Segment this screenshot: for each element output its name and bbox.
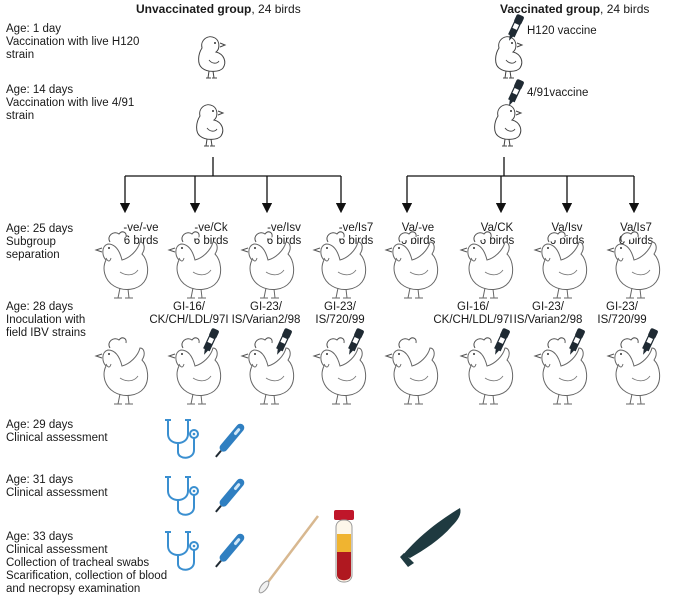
strain-label: GI-23/ IS/Varian2/98	[231, 301, 301, 326]
chicken-icon	[241, 231, 295, 299]
stethoscope-icon	[164, 476, 199, 516]
chicken-icon	[95, 337, 149, 405]
stethoscope-icon	[164, 531, 199, 571]
vaccinated-group-title: Vaccinated group, 24 birds	[500, 2, 650, 16]
thermometer-icon	[214, 421, 247, 458]
strain-label: GI-16/ CK/CH/LDL/97I	[149, 301, 229, 326]
chicken-icon	[168, 337, 222, 405]
flow-arrows	[119, 157, 640, 214]
strain-label: GI-23/ IS/720/99	[315, 301, 365, 326]
step-age-33: Age: 33 days Clinical assessment Collect…	[6, 531, 168, 595]
subgroup-label: -ve/Isv	[267, 222, 301, 234]
thermometer-icon	[214, 476, 247, 513]
unvaccinated-group-title: Unvaccinated group, 24 birds	[136, 2, 301, 16]
chicken-icon	[95, 231, 149, 299]
chicken-icon	[607, 231, 661, 299]
chicken-icon	[607, 337, 661, 405]
subgroup-label: -ve/Ck	[194, 222, 228, 234]
subgroup-count: 6 birds	[266, 235, 302, 247]
thermometer-icon	[214, 531, 247, 568]
dropper-icon	[504, 78, 526, 108]
chick-icon	[494, 104, 522, 147]
step-age-29: Age: 29 days Clinical assessment	[6, 419, 108, 444]
vaccine-label-h120: H120 vaccine	[527, 25, 597, 37]
chicken-icon	[313, 337, 367, 405]
strain-label: GI-23/ IS/Varian2/98	[513, 301, 583, 326]
step-age-25: Age: 25 days Subgroup separation	[6, 223, 74, 261]
chicken-icon	[241, 337, 295, 405]
step-age-31: Age: 31 days Clinical assessment	[6, 474, 108, 499]
subgroup-count: 6 birds	[193, 235, 229, 247]
strain-label: GI-23/ IS/720/99	[597, 301, 647, 326]
chicken-icon	[534, 231, 588, 299]
stethoscope-icon	[164, 419, 199, 459]
swab-icon	[258, 515, 319, 594]
subgroup-label: Va/-ve	[401, 222, 435, 234]
subgroup-label: Va/Isv	[551, 222, 583, 234]
subgroup-count: 6 birds	[338, 235, 374, 247]
subgroup-label: -ve/Is7	[338, 222, 374, 234]
subgroup-label: Va/CK	[480, 222, 514, 234]
chicken-icon	[385, 231, 439, 299]
chick-icon	[495, 36, 523, 79]
subgroup-label: -ve/-ve	[123, 222, 159, 234]
step-age-28: Age: 28 days Inoculation with field IBV …	[6, 301, 86, 339]
chicken-icon	[168, 231, 222, 299]
chick-icon	[198, 36, 226, 79]
step-age-1: Age: 1 day Vaccination with live H120 st…	[6, 23, 140, 61]
strain-label: GI-16/ CK/CH/LDL/97I	[433, 301, 513, 326]
chicken-icon	[460, 231, 514, 299]
chicken-icon	[385, 337, 439, 405]
blood-tube-icon	[334, 510, 354, 583]
chick-icon	[196, 104, 224, 147]
chicken-icon	[534, 337, 588, 405]
vaccine-label-491: 4/91vaccine	[527, 87, 589, 99]
step-age-14: Age: 14 days Vaccination with live 4/91 …	[6, 84, 135, 122]
chicken-icon	[460, 337, 514, 405]
chicken-icon	[313, 231, 367, 299]
subgroup-label: Va/Is7	[620, 222, 652, 234]
scalpel-icon	[400, 508, 461, 567]
